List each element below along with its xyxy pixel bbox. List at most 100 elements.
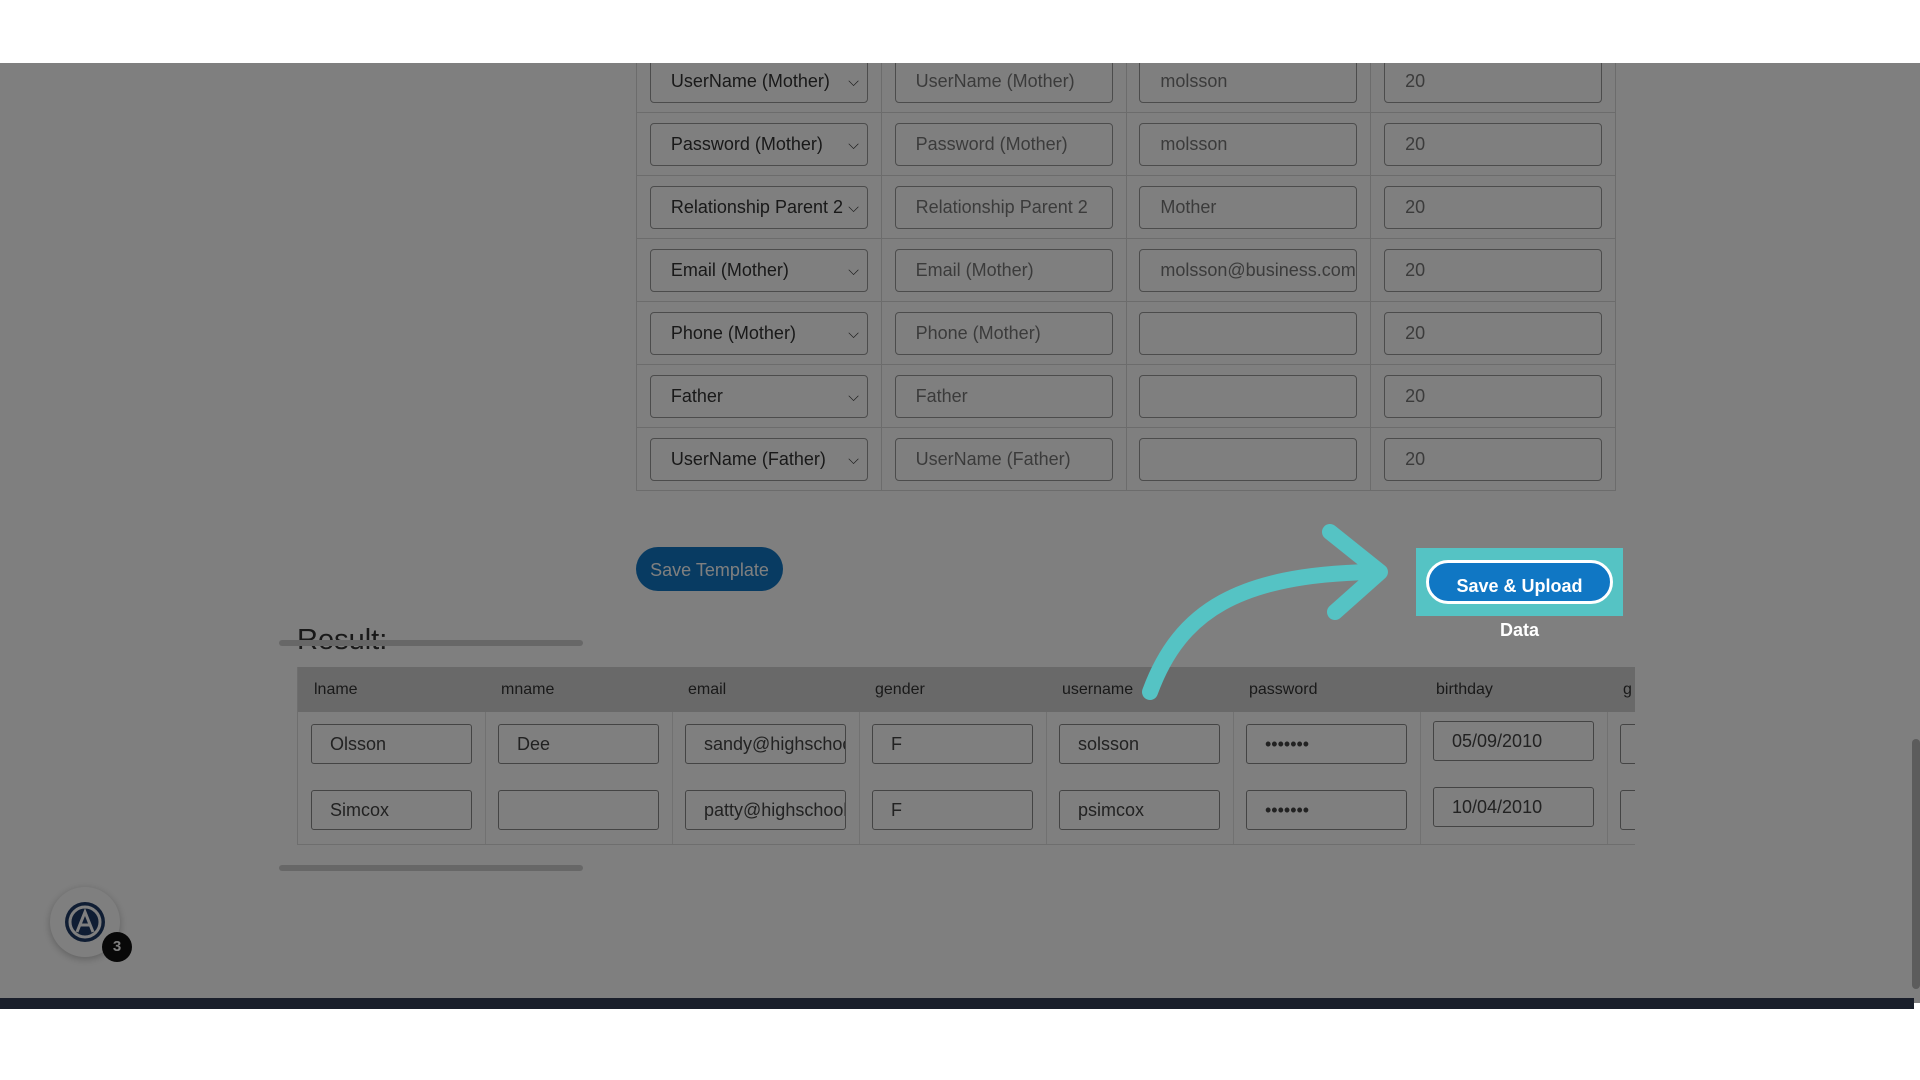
result-cell: F — [859, 778, 1047, 844]
template-cell-select: Email (Mother)⌵ — [636, 238, 882, 302]
pointer-arrow-icon — [1142, 524, 1388, 700]
label-input[interactable]: Password (Mother) — [894, 122, 1113, 166]
sample-input[interactable] — [1139, 437, 1358, 481]
template-cell-sample: Mother — [1125, 175, 1372, 239]
template-row: Relationship Parent 2⌵Relationship Paren… — [636, 175, 1616, 239]
width-input[interactable]: 20 — [1384, 374, 1603, 418]
field-select[interactable]: Phone (Mother)⌵ — [649, 311, 868, 355]
password-input[interactable]: ••••••• — [1246, 724, 1407, 764]
field-select[interactable]: Relationship Parent 2 ⌵ — [649, 185, 868, 229]
result-cell: Olsson — [298, 712, 486, 778]
template-cell-width: 20 — [1370, 175, 1616, 239]
username-input[interactable]: psimcox — [1059, 790, 1220, 830]
password-input[interactable]: ••••••• — [1246, 790, 1407, 830]
chevron-down-icon: ⌵ — [848, 450, 859, 467]
column-header-birthday: birthday — [1436, 681, 1493, 698]
save-template-button[interactable]: Save Template — [636, 547, 783, 591]
label-input[interactable]: UserName (Father) — [894, 437, 1113, 481]
mname-input[interactable] — [498, 790, 659, 830]
template-cell-label: Relationship Parent 2 — [880, 175, 1127, 239]
result-cell: patty@highschool — [672, 778, 860, 844]
birthday-input[interactable]: 05/09/2010 — [1433, 721, 1594, 761]
template-cell-label: UserName (Father) — [880, 427, 1127, 491]
sample-input[interactable] — [1139, 311, 1358, 355]
template-cell-width: 20 — [1370, 364, 1616, 428]
help-badge-count: 3 — [102, 932, 132, 962]
column-header-lname: lname — [314, 681, 358, 698]
username-input[interactable]: solsson — [1059, 724, 1220, 764]
chevron-down-icon: ⌵ — [848, 198, 859, 215]
template-table: UserName (Mother) ⌵ UserName (Mother) molss… — [636, 63, 1616, 491]
result-cell: F — [859, 712, 1047, 778]
template-cell-sample — [1125, 427, 1372, 491]
chevron-down-icon: ⌵ — [848, 387, 859, 404]
field-select-value: Father — [670, 385, 723, 406]
template-cell-label: Email (Mother) — [880, 238, 1127, 302]
result-grid-header: lname mname email gender username passwo… — [298, 667, 1635, 712]
template-row: Password (Mother)⌵ Password (Mother) molss… — [636, 112, 1616, 176]
width-input[interactable]: 20 — [1384, 185, 1603, 229]
sample-input[interactable]: molsson — [1139, 122, 1358, 166]
width-input[interactable]: 20 — [1384, 122, 1603, 166]
field-select[interactable]: UserName (Father)⌵ — [649, 437, 868, 481]
result-cell: Dee — [485, 712, 673, 778]
mname-input[interactable]: Dee — [498, 724, 659, 764]
lname-input[interactable]: Olsson — [311, 724, 472, 764]
gender-input[interactable]: F — [872, 724, 1033, 764]
width-input[interactable]: 20 — [1384, 63, 1603, 103]
field-select[interactable]: UserName (Mother) ⌵ — [649, 63, 868, 103]
template-cell-label: Father — [880, 364, 1127, 428]
field-select[interactable]: Email (Mother)⌵ — [649, 248, 868, 292]
template-cell-select: UserName (Father)⌵ — [636, 427, 882, 491]
result-cell: psimcox — [1046, 778, 1234, 844]
vertical-scrollbar[interactable] — [1912, 739, 1920, 989]
template-cell-width: 20 — [1370, 112, 1616, 176]
email-input[interactable]: patty@highschool — [685, 790, 846, 830]
template-row: UserName (Mother) ⌵ UserName (Mother) molss… — [636, 63, 1616, 113]
gender-input[interactable]: F — [872, 790, 1033, 830]
field-select-value: Relationship Parent 2 — [670, 196, 843, 217]
label-input[interactable]: Father — [894, 374, 1113, 418]
column-header-g: g — [1623, 681, 1632, 698]
template-cell-width: 20 — [1370, 63, 1616, 113]
label-input[interactable]: UserName (Mother) — [894, 63, 1113, 103]
save-upload-data-button[interactable]: Save & Upload Data — [1426, 560, 1613, 640]
g-input[interactable] — [1620, 724, 1635, 764]
label-input[interactable]: Email (Mother) — [894, 248, 1113, 292]
template-row: Email (Mother)⌵ Email (Mother) molsson@bus… — [636, 238, 1616, 302]
result-cell-partial — [1607, 712, 1635, 778]
result-cell: solsson — [1046, 712, 1234, 778]
result-cell — [485, 778, 673, 844]
label-input[interactable]: Relationship Parent 2 — [894, 185, 1113, 229]
birthday-input[interactable]: 10/04/2010 — [1433, 787, 1594, 827]
sample-input[interactable]: molsson — [1139, 63, 1358, 103]
width-input[interactable]: 20 — [1384, 248, 1603, 292]
email-input[interactable]: sandy@highschool — [685, 724, 846, 764]
template-cell-sample — [1125, 364, 1372, 428]
bottom-area — [0, 1009, 1920, 1080]
horizontal-scrollbar-top[interactable] — [279, 640, 583, 646]
chevron-down-icon: ⌵ — [848, 72, 859, 89]
template-cell-sample: molsson — [1125, 63, 1372, 113]
sample-input[interactable]: molsson@business.com — [1139, 248, 1358, 292]
app-logo-icon — [65, 902, 105, 942]
field-select[interactable]: Father ⌵ — [649, 374, 868, 418]
label-input[interactable]: Phone (Mother) — [894, 311, 1113, 355]
width-input[interactable]: 20 — [1384, 311, 1603, 355]
bottom-strip — [0, 998, 1914, 1009]
width-input[interactable]: 20 — [1384, 437, 1603, 481]
column-header-gender: gender — [875, 681, 925, 698]
template-cell-select: Phone (Mother)⌵ — [636, 301, 882, 365]
template-cell-width: 20 — [1370, 301, 1616, 365]
lname-input[interactable]: Simcox — [311, 790, 472, 830]
template-cell-label: Phone (Mother) — [880, 301, 1127, 365]
sample-input[interactable] — [1139, 374, 1358, 418]
field-select[interactable]: Password (Mother)⌵ — [649, 122, 868, 166]
horizontal-scrollbar-bottom[interactable] — [279, 865, 583, 871]
sample-input[interactable]: Mother — [1139, 185, 1358, 229]
field-select-value: UserName (Mother) — [670, 70, 830, 91]
template-row: Phone (Mother)⌵ Phone (Mother) 20 — [636, 301, 1616, 365]
g-input[interactable] — [1620, 790, 1635, 830]
